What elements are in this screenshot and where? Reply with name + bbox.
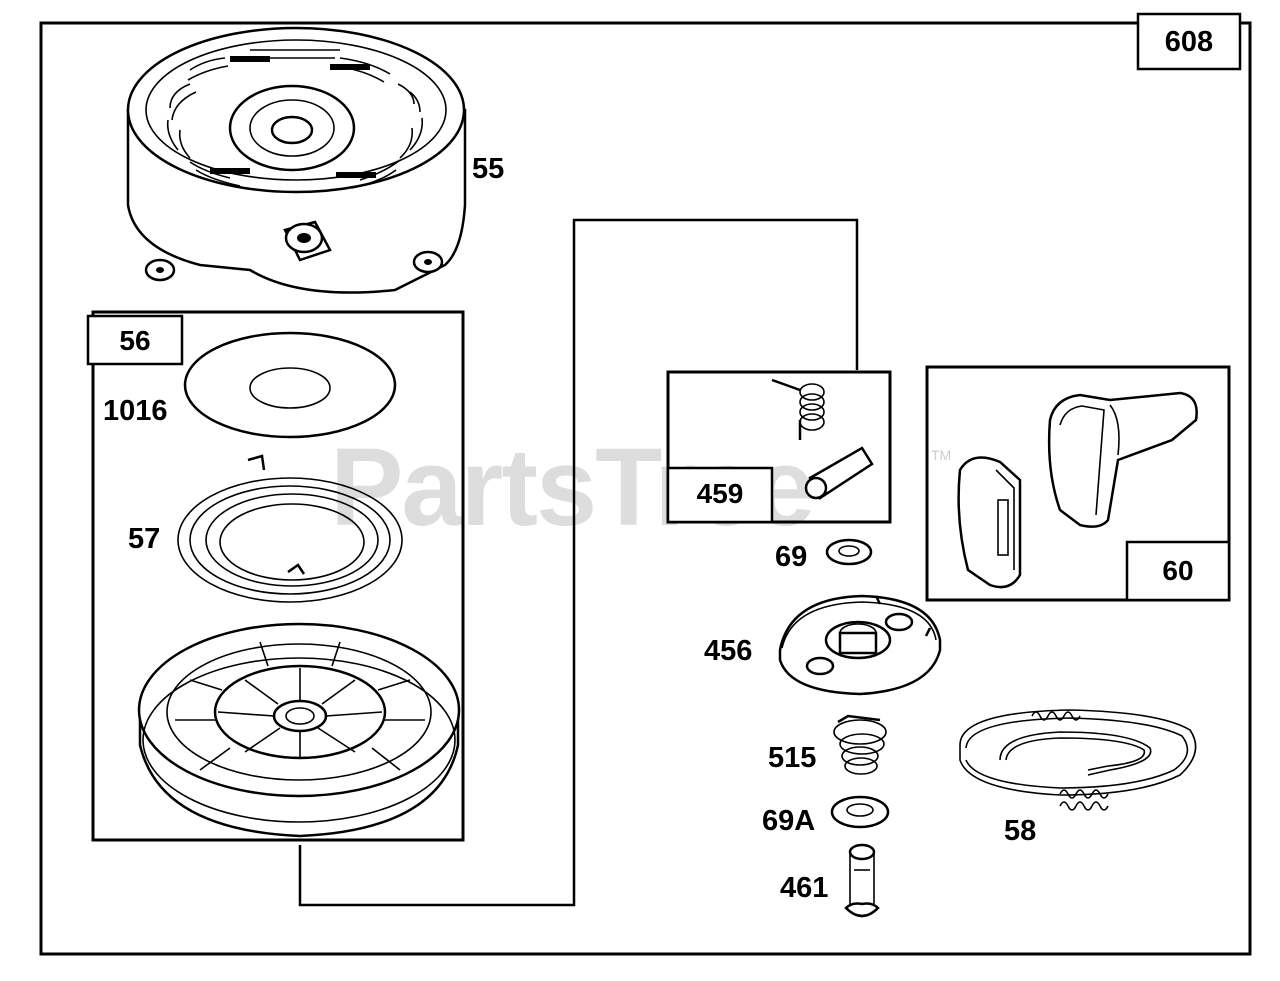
page-number-box: 608 xyxy=(1136,12,1242,71)
part-label-1016: 1016 xyxy=(103,395,168,427)
part-label-456: 456 xyxy=(704,635,752,667)
starter-rope-drawing xyxy=(959,709,1197,811)
part-label-55: 55 xyxy=(472,153,504,185)
washer-a-drawing xyxy=(830,795,890,829)
dog-retainer-drawing xyxy=(778,594,942,696)
dog-spring-kit-box: 459 xyxy=(666,370,892,524)
starter-pulley-drawing xyxy=(137,622,461,838)
part-label-69a: 69A xyxy=(762,805,815,837)
part-label-57: 57 xyxy=(128,523,160,555)
part-label-56: 56 xyxy=(119,325,150,356)
retainer-drawing xyxy=(183,331,397,439)
part-label-60: 60 xyxy=(1162,555,1193,586)
part-label-58: 58 xyxy=(1004,815,1036,847)
watermark-trademark: TM xyxy=(931,447,951,463)
handle-kit-box: 60 xyxy=(925,365,1231,602)
part-label-459: 459 xyxy=(697,478,744,509)
starter-pulley-kit-box: 56 xyxy=(86,310,465,842)
part-label-461: 461 xyxy=(780,872,828,904)
retainer-spring-drawing xyxy=(833,714,887,775)
blower-housing-drawing xyxy=(126,26,467,294)
screw-drawing xyxy=(844,843,880,918)
page-number: 608 xyxy=(1165,26,1213,58)
washer-drawing xyxy=(825,538,873,566)
part-label-69: 69 xyxy=(775,541,807,573)
part-label-515: 515 xyxy=(768,742,816,774)
rewind-spring-drawing xyxy=(177,454,403,603)
diagram-frame xyxy=(39,21,1252,956)
connector-line xyxy=(298,218,859,907)
